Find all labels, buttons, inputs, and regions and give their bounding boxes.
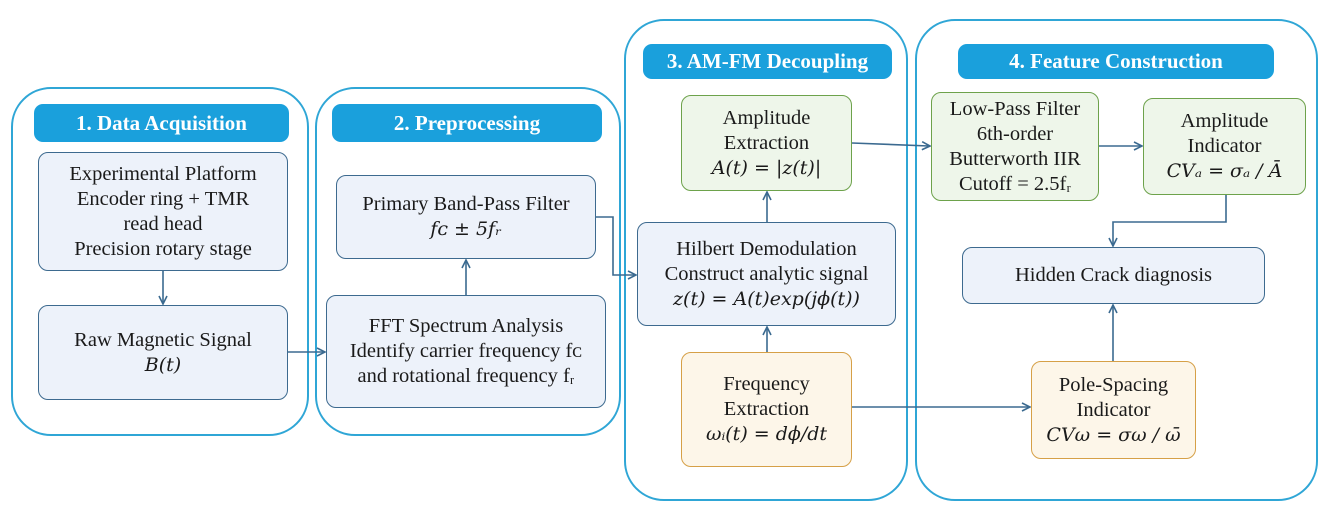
- amp-indicator-line-2: Indicator: [1187, 135, 1262, 157]
- panel-title-data-acquisition: 1. Data Acquisition: [34, 104, 289, 142]
- lowpass-line-1: Low-Pass Filter: [949, 97, 1081, 120]
- raw-math: B(t): [144, 353, 182, 376]
- fft-line-2: Identify carrier frequency fᴄ: [349, 340, 583, 362]
- band-pass-filter-box: Primary Band-Pass Filter fᴄ ± 5fᵣ: [336, 175, 596, 259]
- pole-line-1: Pole-Spacing: [1058, 373, 1169, 396]
- frequency-line-1: Frequency: [723, 373, 810, 395]
- crack-line-1: Hidden Crack diagnosis: [1015, 264, 1212, 286]
- panel-title-feature-construction: 4. Feature Construction: [958, 44, 1274, 79]
- fft-spectrum-box: FFT Spectrum Analysis Identify carrier f…: [326, 295, 606, 408]
- hilbert-demodulation-box: Hilbert Demodulation Construct analytic …: [637, 222, 896, 326]
- lowpass-line-3: Butterworth IIR: [949, 147, 1081, 170]
- amplitude-extraction-box: Amplitude Extraction A(t) = |z(t)|: [681, 95, 852, 191]
- hidden-crack-diagnosis-box: Hidden Crack diagnosis: [962, 247, 1265, 304]
- frequency-line-2: Extraction: [723, 398, 810, 420]
- platform-line-2: Encoder ring + TMR: [76, 187, 250, 210]
- low-pass-filter-box: Low-Pass Filter 6th-order Butterworth II…: [931, 92, 1099, 201]
- arrow-amplitude-to-lowpass: [851, 143, 929, 146]
- fft-line-1: FFT Spectrum Analysis: [368, 315, 564, 337]
- lowpass-line-2: 6th-order: [976, 122, 1054, 145]
- amp-indicator-math: CVₐ = σₐ / Ā: [1166, 160, 1283, 182]
- amplitude-line-2: Extraction: [723, 131, 810, 154]
- platform-line-3: read head: [123, 212, 203, 235]
- panel-title-am-fm-decoupling: 3. AM-FM Decoupling: [643, 44, 892, 79]
- amplitude-line-1: Amplitude: [722, 106, 811, 129]
- amplitude-math: A(t) = |z(t)|: [711, 156, 822, 179]
- arrow-amp-indicator-to-crack: [1113, 195, 1227, 245]
- raw-magnetic-signal-box: Raw Magnetic Signal B(t): [38, 305, 288, 400]
- panel-title-preprocessing: 2. Preprocessing: [332, 104, 602, 142]
- pole-line-2: Indicator: [1076, 398, 1151, 421]
- amplitude-indicator-box: Amplitude Indicator CVₐ = σₐ / Ā: [1143, 98, 1306, 195]
- raw-line-1: Raw Magnetic Signal: [74, 328, 252, 351]
- fft-line-3: and rotational frequency fᵣ: [357, 365, 575, 387]
- arrow-bandpass-to-hilbert: [596, 216, 635, 275]
- lowpass-line-4: Cutoff = 2.5fᵣ: [958, 172, 1072, 195]
- hilbert-math: z(t) = A(t)exp(jϕ(t)): [673, 287, 860, 310]
- bandpass-math: fᴄ ± 5fᵣ: [430, 218, 502, 240]
- platform-line-1: Experimental Platform: [69, 162, 257, 185]
- pole-spacing-indicator-box: Pole-Spacing Indicator CVω = σω / ω̄: [1031, 361, 1196, 459]
- platform-line-4: Precision rotary stage: [74, 237, 252, 260]
- hilbert-line-2: Construct analytic signal: [664, 262, 869, 285]
- frequency-extraction-box: Frequency Extraction ωᵢ(t) = dϕ/dt: [681, 352, 852, 467]
- pole-math: CVω = σω / ω̄: [1046, 423, 1181, 446]
- hilbert-line-1: Hilbert Demodulation: [676, 237, 857, 260]
- experimental-platform-box: Experimental Platform Encoder ring + TMR…: [38, 152, 288, 271]
- amp-indicator-line-1: Amplitude: [1180, 110, 1269, 132]
- bandpass-line-1: Primary Band-Pass Filter: [362, 193, 570, 215]
- frequency-math: ωᵢ(t) = dϕ/dt: [705, 423, 828, 445]
